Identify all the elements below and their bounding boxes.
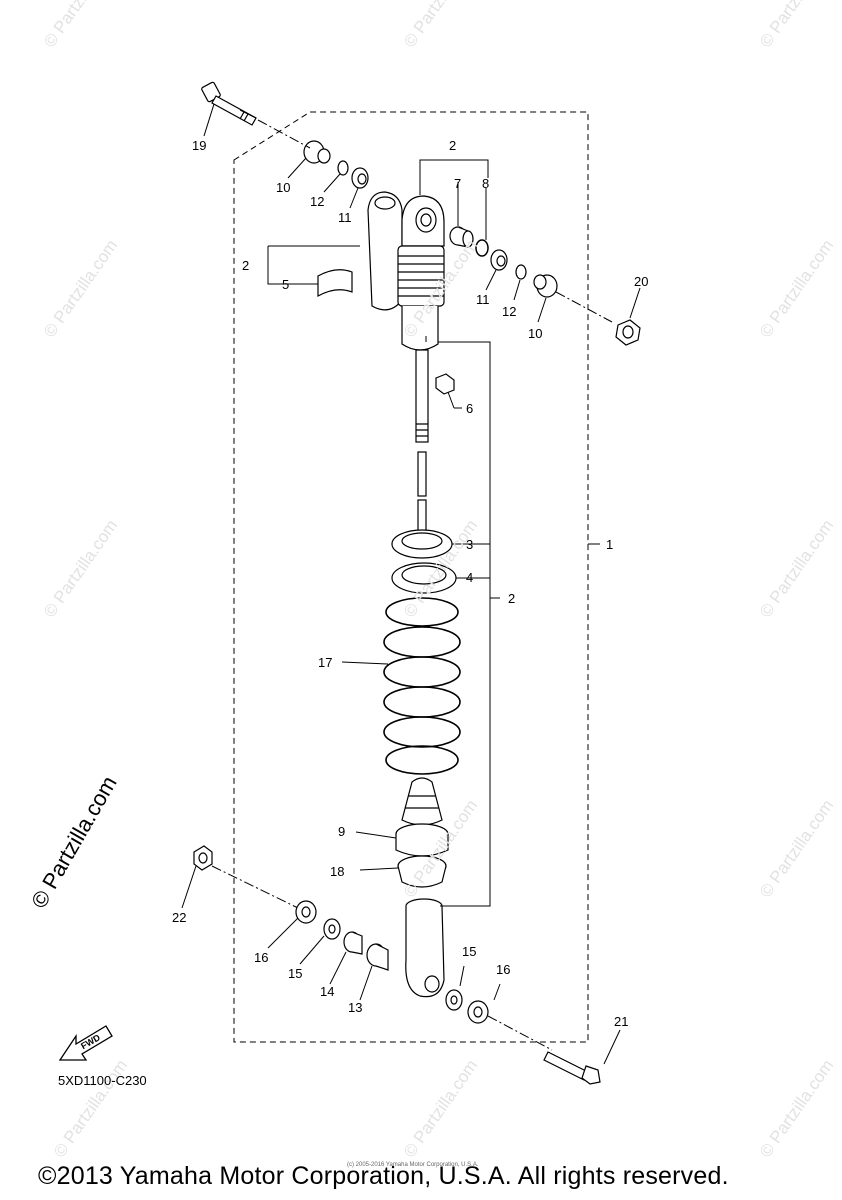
bolt-axis-line-lower [211, 865, 553, 1051]
part-guide-9 [395, 823, 449, 857]
callout-7: 7 [454, 176, 461, 191]
part-collar-7 [449, 226, 474, 248]
callout-21: 21 [614, 1014, 628, 1029]
part-oring-8 [475, 239, 489, 257]
part-rod [415, 349, 429, 537]
callout-1: 1 [606, 537, 613, 552]
copyright-notice: ©2013 Yamaha Motor Corporation, U.S.A. A… [38, 1162, 729, 1190]
part-bolt-19 [201, 81, 257, 126]
callout-6: 6 [466, 401, 473, 416]
part-nut-20 [615, 319, 641, 346]
callout-22: 22 [172, 910, 186, 925]
callout-12-upper-left: 12 [310, 194, 324, 209]
callout-12-right: 12 [502, 304, 516, 319]
fwd-arrow-icon: FWD [58, 1025, 113, 1061]
callout-2-left: 2 [242, 258, 249, 273]
part-collar-10-right [533, 274, 558, 298]
part-ring-nut-3 [391, 529, 453, 559]
callout-16-left: 16 [254, 950, 268, 965]
part-bolt-21 [543, 1051, 601, 1085]
part-reservoir [317, 191, 403, 311]
callout-14: 14 [320, 984, 334, 999]
callout-11-right: 11 [476, 292, 490, 307]
part-spring-17 [383, 597, 461, 775]
part-nut-22 [193, 845, 213, 871]
micro-copyright: (c) 2005-2016 Yamaha Motor Corporation, … [347, 1162, 479, 1168]
callout-9: 9 [338, 824, 345, 839]
part-lower-clevis [405, 898, 445, 998]
part-seal-15-left [323, 918, 341, 940]
callout-20: 20 [634, 274, 648, 289]
bolt-axis-line-upper [257, 119, 613, 323]
part-valve-6 [435, 373, 455, 395]
part-collar-14 [343, 931, 363, 955]
callout-13: 13 [348, 1000, 362, 1015]
callout-4: 4 [466, 570, 473, 585]
callout-16-right: 16 [496, 962, 510, 977]
part-oring-12-left [337, 160, 349, 176]
callout-5: 5 [282, 277, 289, 292]
callout-2-top: 2 [449, 138, 456, 153]
part-ring-nut-4 [391, 562, 457, 594]
callout-labels: 19 10 12 11 2 7 8 2 5 11 12 10 20 6 3 4 … [172, 138, 648, 1029]
callout-17: 17 [318, 655, 332, 670]
part-collar-10-left [303, 140, 331, 164]
part-bearing-11-right [490, 249, 508, 271]
callout-15-left: 15 [288, 966, 302, 981]
part-washer-16-left [295, 900, 317, 924]
part-shock-upper-body [397, 195, 445, 351]
callout-10-right: 10 [528, 326, 542, 341]
callout-2-middle: 2 [508, 591, 515, 606]
part-seal-15-right [445, 989, 463, 1011]
diagram-code: 5XD1100-C230 [58, 1073, 147, 1088]
part-bearing-11-left [351, 167, 369, 189]
callout-8: 8 [482, 176, 489, 191]
callout-18: 18 [330, 864, 344, 879]
part-washer-16-right [467, 1000, 489, 1024]
callout-11-upper-left: 11 [338, 210, 352, 225]
part-oring-12-right [515, 264, 527, 280]
callout-15-right: 15 [462, 944, 476, 959]
callout-10-upper-left: 10 [276, 180, 290, 195]
assembly-boundary [233, 111, 589, 1043]
callout-3: 3 [466, 537, 473, 552]
part-bearing-13 [366, 943, 389, 971]
leader-lines [181, 103, 641, 1065]
part-bump-stop [401, 777, 443, 826]
callout-19: 19 [192, 138, 206, 153]
part-seat-18 [397, 855, 447, 888]
